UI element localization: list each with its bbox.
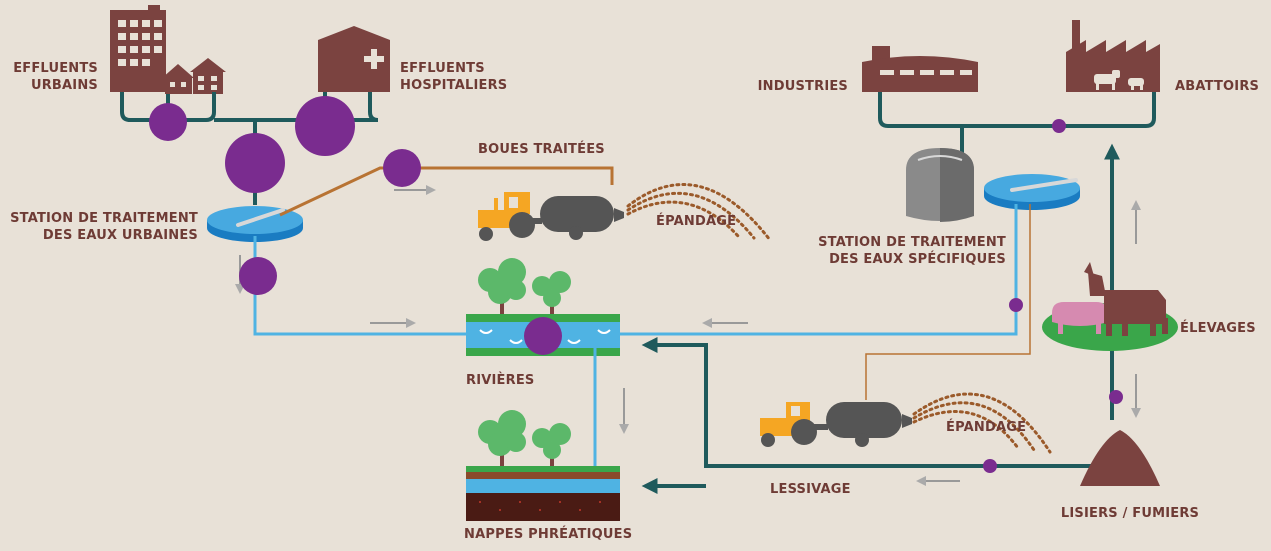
label-lisiers-fumiers: LISIERS / FUMIERS [1060, 506, 1200, 521]
label-nappes-phreatiques: NAPPES PHRÉATIQUES [464, 527, 633, 542]
livestock-icon [1042, 262, 1178, 351]
station-urbaine-icon [207, 206, 303, 242]
groundwater-icon [466, 466, 620, 521]
station-specifique-icon [984, 174, 1080, 210]
label-station-urbaine: STATION DE TRAITEMENT DES EAUX URBAINES [2, 210, 198, 244]
tractor-icon-1 [478, 192, 624, 241]
contamination-marker-specific-outlet [1009, 298, 1023, 312]
urban-buildings-icon [110, 5, 226, 94]
spray-arcs-1 [626, 183, 772, 242]
contamination-marker-collector [225, 133, 285, 193]
label-station-specifique-line2: DES EAUX SPÉCIFIQUES [829, 252, 1006, 267]
river-trees-icon [478, 258, 571, 314]
industrial-collector-pipes [878, 92, 1156, 160]
label-effluents-urbains-line1: EFFLUENTS [13, 61, 98, 76]
label-boues-traitees: BOUES TRAITÉES [478, 142, 605, 157]
manure-pile-icon [1080, 430, 1160, 486]
contamination-marker-urban-outlet [239, 257, 277, 295]
label-effluents-urbains: EFFLUENTS URBAINS [4, 60, 98, 94]
groundwater-trees-icon [478, 410, 571, 466]
label-rivieres: RIVIÈRES [466, 373, 535, 388]
industries-icon [862, 46, 978, 92]
urban-discharge-pipe [253, 236, 466, 336]
label-station-urbaine-line1: STATION DE TRAITEMENT [10, 211, 198, 226]
leaching-network [641, 143, 1120, 494]
label-industries: INDUSTRIES [757, 79, 848, 94]
contamination-markers [149, 96, 1123, 473]
spray-arcs-2 [912, 392, 1052, 454]
label-abattoirs: ABATTOIRS [1175, 79, 1260, 94]
label-effluents-hospitaliers-line2: HOSPITALIERS [400, 78, 508, 93]
label-epandage-1: ÉPANDAGE [656, 214, 737, 229]
contamination-marker-industrial [1052, 119, 1066, 133]
sludge-line [279, 166, 614, 217]
contamination-marker-hospital [295, 96, 355, 156]
contamination-marker-sludge [383, 149, 421, 187]
contamination-marker-leaching [983, 459, 997, 473]
contamination-marker-river [524, 317, 562, 355]
hospital-icon [318, 26, 390, 92]
contamination-marker-livestock [1109, 390, 1123, 404]
label-effluents-urbains-line2: URBAINS [30, 78, 98, 93]
label-station-specifique: STATION DE TRAITEMENT DES EAUX SPÉCIFIQU… [800, 234, 1006, 268]
label-station-urbaine-line2: DES EAUX URBAINES [42, 228, 198, 243]
specific-discharge-pipe [620, 204, 1018, 336]
label-epandage-2: ÉPANDAGE [946, 420, 1027, 435]
label-elevages: ÉLEVAGES [1180, 321, 1256, 336]
tractor-icon-2 [760, 402, 912, 447]
label-station-specifique-line1: STATION DE TRAITEMENT [818, 235, 1006, 250]
digester-tank-icon [906, 148, 974, 222]
label-lessivage: LESSIVAGE [770, 482, 851, 497]
label-effluents-hospitaliers-line1: EFFLUENTS [400, 61, 485, 76]
contamination-marker-urban [149, 103, 187, 141]
label-effluents-hospitaliers: EFFLUENTS HOSPITALIERS [400, 60, 507, 94]
abattoirs-icon [1066, 20, 1160, 92]
specific-sludge-line [865, 204, 1031, 400]
